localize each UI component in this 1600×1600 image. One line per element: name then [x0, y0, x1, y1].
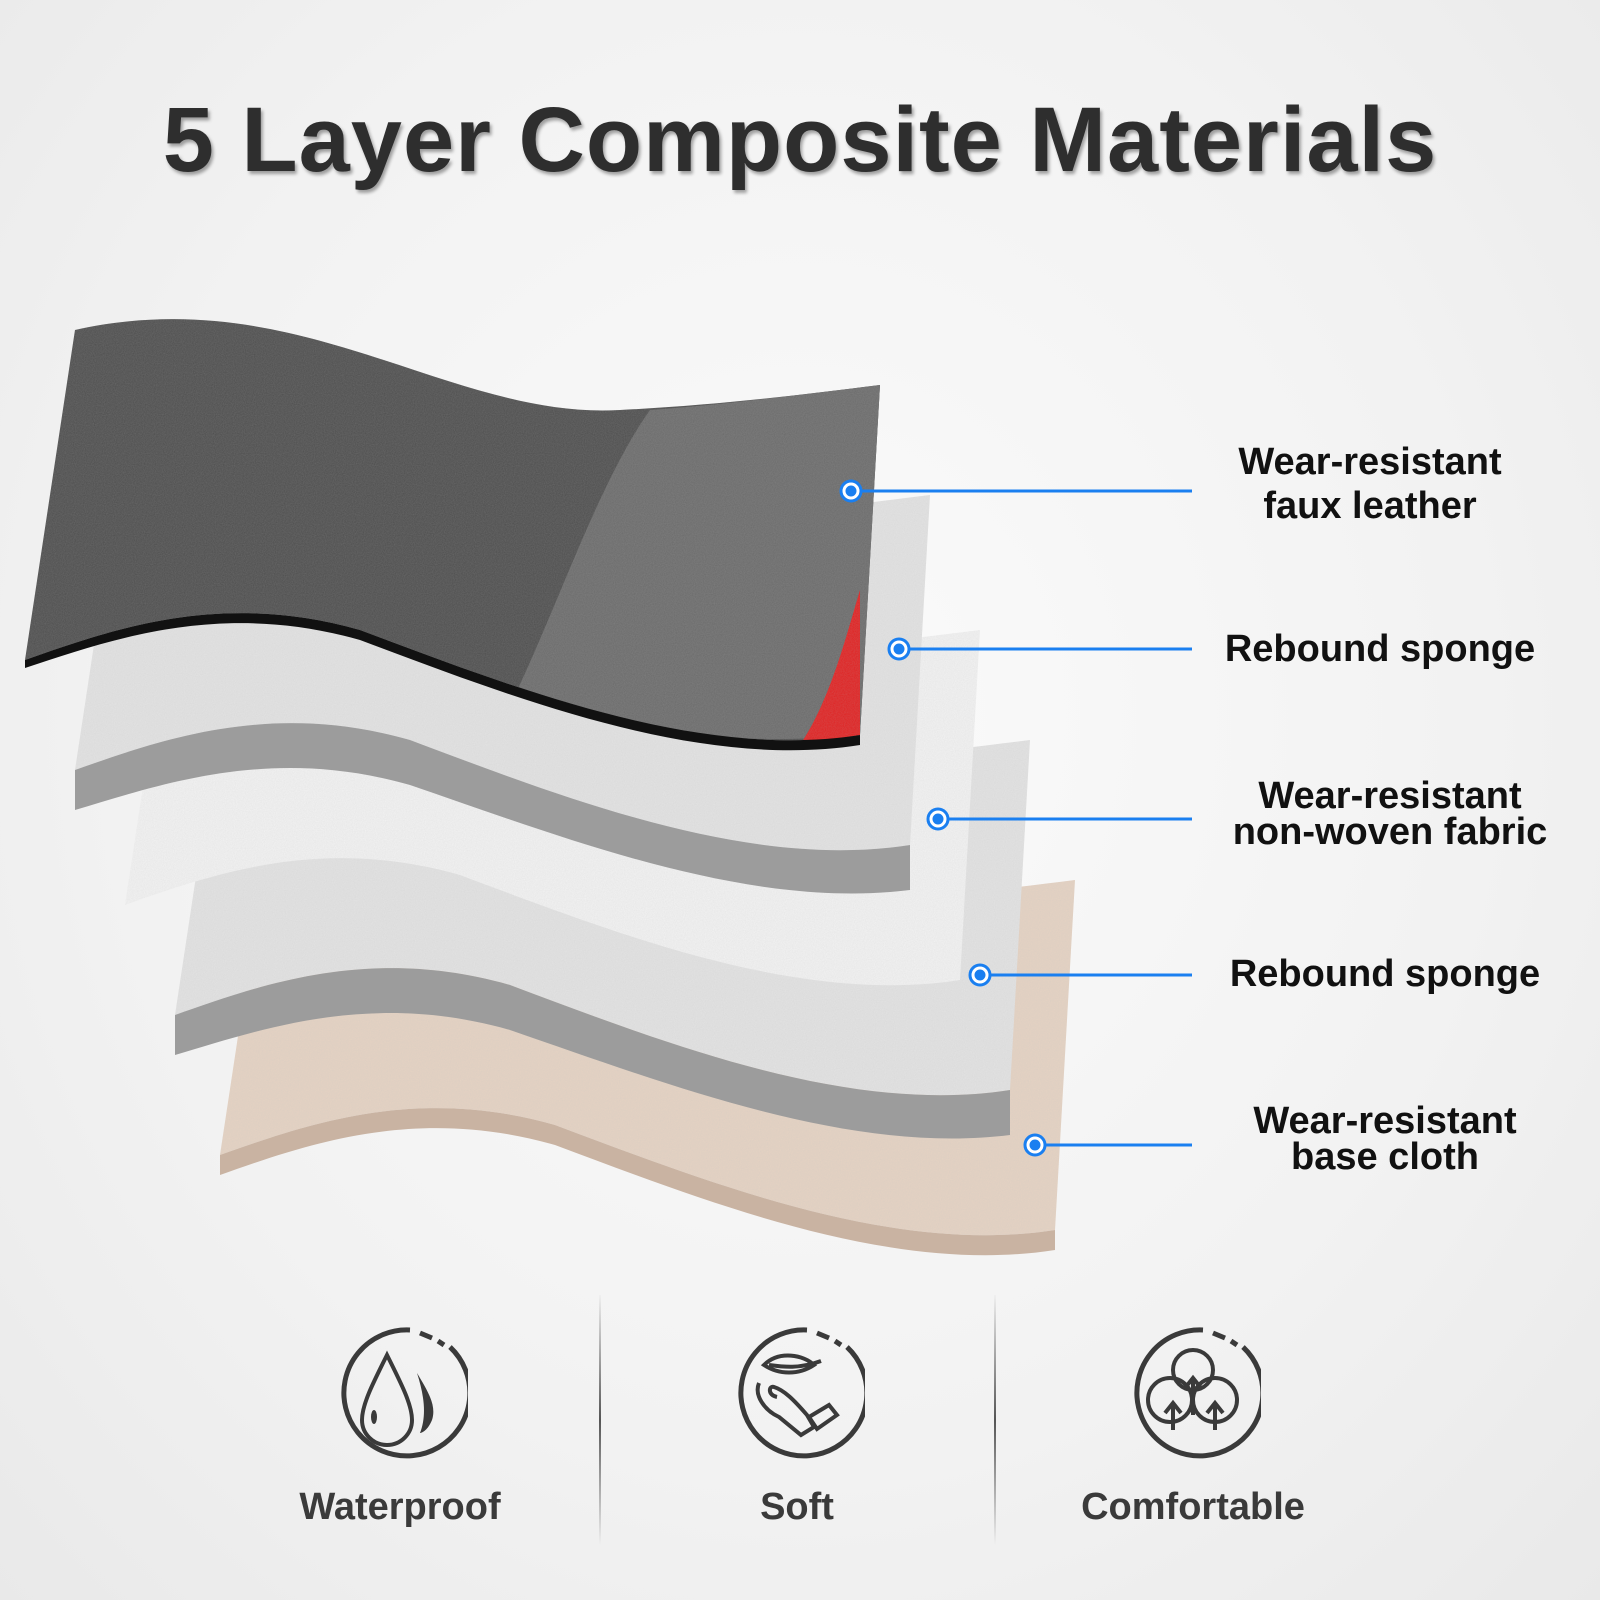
label-line: Wear-resistant: [1238, 441, 1502, 483]
label-line: Wear-resistant: [1258, 775, 1522, 817]
water-drop-icon: [341, 1327, 473, 1459]
layer-rebound-sponge-2: [175, 674, 1030, 1139]
label-line: non-woven fabric: [1232, 811, 1548, 853]
layer-base-cloth: [220, 814, 1075, 1256]
leaf-hand-icon: [738, 1327, 870, 1459]
callout-lines: [839, 479, 1192, 1157]
label-rebound-sponge-1: Rebound sponge: [1190, 627, 1570, 671]
feature-soft: Soft: [647, 1325, 947, 1529]
page-title: 5 Layer Composite Materials: [162, 89, 1438, 191]
layer-faux-leather: [25, 319, 880, 751]
cotton-cloud-icon: [1134, 1327, 1266, 1459]
label-line: Rebound sponge: [1229, 953, 1541, 995]
feature-waterproof: Waterproof: [250, 1325, 550, 1529]
feature-label: Comfortable: [1081, 1486, 1305, 1528]
label-faux-leather: Wear-resistant faux leather: [1190, 440, 1550, 528]
label-rebound-sponge-2: Rebound sponge: [1195, 952, 1575, 996]
label-non-woven-fabric: Wear-resistant non-woven fabric: [1200, 775, 1580, 853]
label-base-cloth: Wear-resistant base cloth: [1195, 1100, 1575, 1178]
label-line: faux leather: [1263, 485, 1477, 527]
feature-label: Waterproof: [299, 1486, 501, 1528]
divider: [994, 1295, 996, 1545]
feature-label: Soft: [760, 1486, 834, 1528]
label-line: Rebound sponge: [1224, 628, 1536, 670]
layer-rebound-sponge-1: [75, 429, 930, 894]
feature-comfortable: Comfortable: [1043, 1325, 1343, 1529]
layer-illustration: [25, 319, 1192, 1256]
divider: [599, 1295, 601, 1545]
label-line: Wear-resistant: [1253, 1100, 1517, 1142]
label-line: base cloth: [1291, 1136, 1479, 1178]
